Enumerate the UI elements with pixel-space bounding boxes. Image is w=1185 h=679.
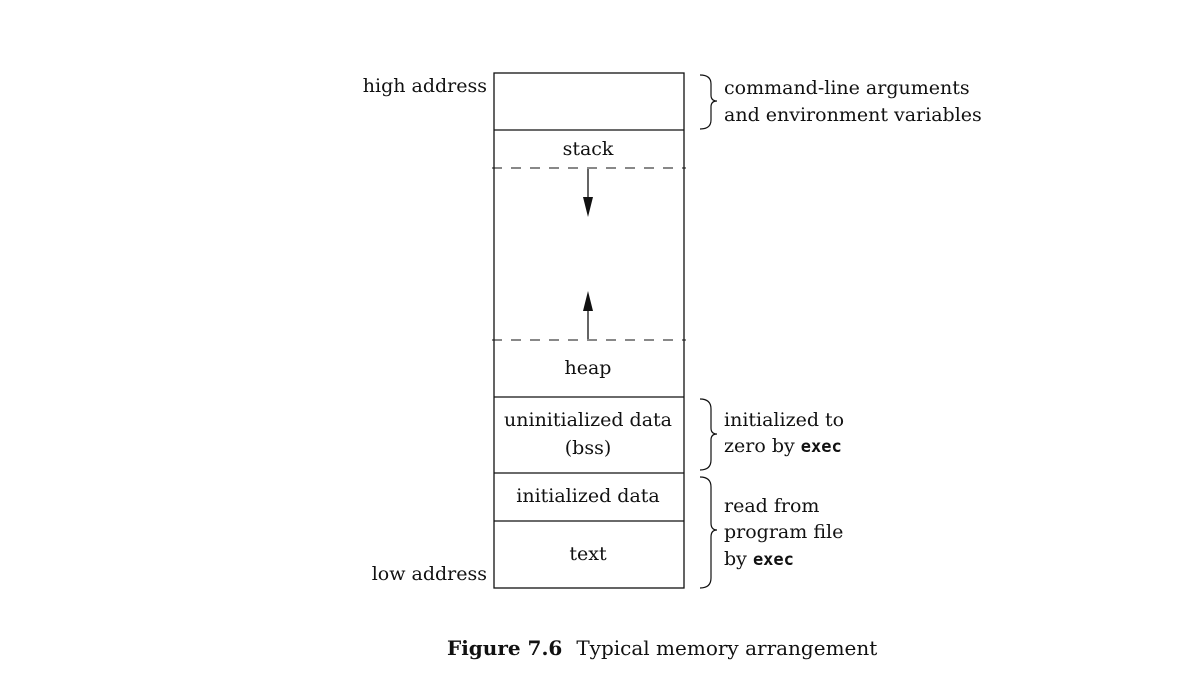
bss-label-line2: (bss) xyxy=(565,437,612,459)
bss-brace xyxy=(699,398,718,471)
args-annotation-line2: and environment variables xyxy=(724,104,982,126)
figure-caption: Figure 7.6 Typical memory arrangement xyxy=(447,636,877,660)
program-annotation-line2: program file xyxy=(724,521,843,543)
args-annotation-line1: command-line arguments xyxy=(724,77,970,99)
low-address-label: low address xyxy=(372,563,487,585)
stack-growth-arrow-head xyxy=(583,197,593,217)
program-file-brace xyxy=(699,476,718,589)
heap-growth-arrow-head xyxy=(583,291,593,311)
bss-annotation-line2: zero by exec xyxy=(724,435,842,457)
bss-annotation-prefix: zero by xyxy=(724,435,801,457)
program-annotation-exec-code: exec xyxy=(753,550,794,570)
stack-label: stack xyxy=(563,138,614,160)
program-annotation-prefix: by xyxy=(724,548,753,570)
figure-caption-label: Figure 7.6 xyxy=(447,636,562,660)
program-annotation-line3: by exec xyxy=(724,548,794,570)
text-segment-label: text xyxy=(569,543,607,565)
args-brace xyxy=(699,74,718,130)
initialized-data-label: initialized data xyxy=(516,485,660,507)
program-annotation-line1: read from xyxy=(724,495,819,517)
heap-label: heap xyxy=(565,357,612,379)
memory-column xyxy=(493,72,685,589)
figure-caption-text: Typical memory arrangement xyxy=(576,636,877,660)
bss-annotation-exec-code: exec xyxy=(801,437,842,457)
bss-annotation-line1: initialized to xyxy=(724,409,844,431)
high-address-label: high address xyxy=(363,75,487,97)
bss-label-line1: uninitialized data xyxy=(504,409,672,431)
